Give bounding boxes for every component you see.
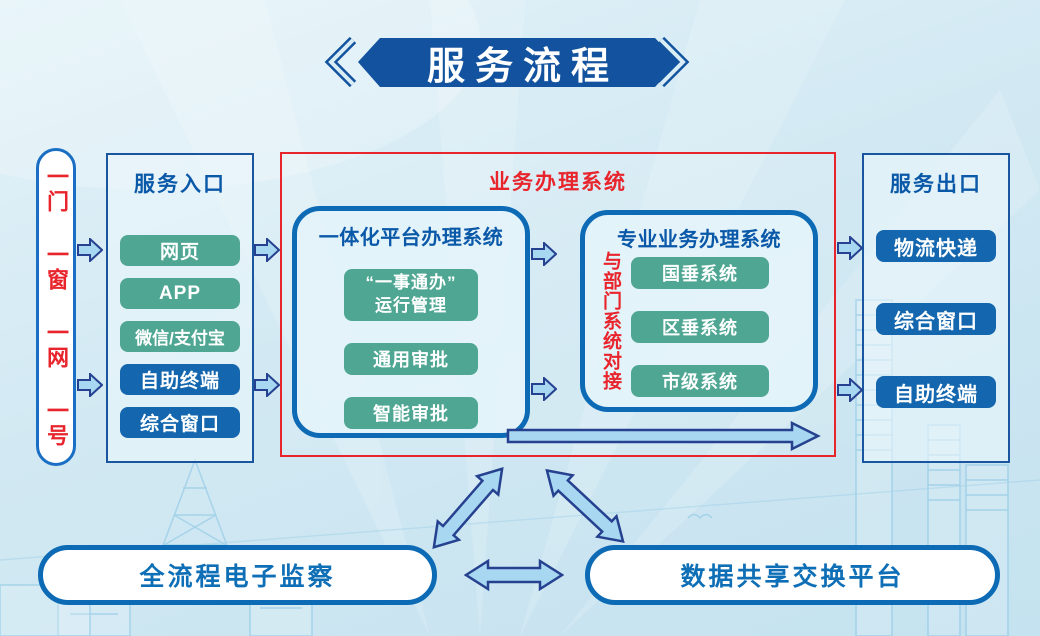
professional-system-box: 专业业务办理系统 与部门系统对接 国垂系统 区垂系统 市级系统: [580, 210, 818, 412]
banner-hexagon: [358, 38, 678, 87]
professional-item-national-vertical-system: 国垂系统: [631, 257, 769, 289]
entry-item-webpage: 网页: [120, 235, 240, 266]
entry-item-wechat-alipay: 微信/支付宝: [120, 321, 240, 352]
integrated-item-one-stop-management: “一事通办” 运行管理: [344, 269, 478, 321]
exit-item-self-service-terminal: 自助终端: [876, 376, 996, 408]
business-system-title: 业务办理系统: [489, 171, 627, 194]
data-sharing-platform-box: 数据共享交换平台: [585, 545, 1000, 605]
electronic-monitoring-label: 全流程电子监察: [139, 563, 336, 591]
electronic-monitoring-box: 全流程电子监察: [38, 545, 437, 605]
integrated-platform-items: “一事通办” 运行管理 通用审批 智能审批: [344, 269, 478, 429]
arrow-business-to-dataplatform-double-icon: [545, 468, 625, 544]
professional-system-items: 国垂系统 区垂系统 市级系统: [631, 257, 769, 397]
business-system-panel: 业务办理系统 一体化平台办理系统 “一事通办” 运行管理 通用审批 智能审批 专…: [280, 152, 836, 457]
arrow-pill-to-entry-bottom-icon: [77, 373, 103, 397]
arrow-integrated-to-professional-bottom-icon: [531, 377, 557, 401]
integrated-platform-box: 一体化平台办理系统 “一事通办” 运行管理 通用审批 智能审批: [292, 206, 530, 438]
department-connection-label: 与部门系统对接: [600, 251, 621, 391]
slogan-text: 一门 一窗 一网 一号: [44, 165, 69, 449]
service-exit-items: 物流快递 综合窗口 自助终端: [876, 230, 996, 408]
arrow-business-to-exit-top-icon: [837, 236, 863, 260]
arrow-business-to-exit-bottom-icon: [837, 378, 863, 402]
service-exit-panel: 服务出口 物流快递 综合窗口 自助终端: [862, 153, 1010, 463]
entry-item-comprehensive-window: 综合窗口: [120, 407, 240, 438]
arrow-monitoring-to-dataplatform-double-icon: [464, 558, 564, 592]
service-entry-panel: 服务入口 网页 APP 微信/支付宝 自助终端 综合窗口: [106, 153, 254, 463]
integrated-item-general-approval: 通用审批: [344, 343, 478, 375]
slogan-pill: 一门 一窗 一网 一号: [36, 148, 76, 466]
title-banner: [324, 36, 690, 88]
professional-item-city-level-system: 市级系统: [631, 365, 769, 397]
arrow-entry-to-business-bottom-icon: [254, 373, 280, 397]
integrated-item-smart-approval: 智能审批: [344, 397, 478, 429]
integrated-platform-title: 一体化平台办理系统: [318, 227, 504, 249]
arrow-bypass-to-exit-icon: [506, 420, 821, 452]
exit-item-comprehensive-window: 综合窗口: [876, 303, 996, 335]
service-entry-items: 网页 APP 微信/支付宝 自助终端 综合窗口: [120, 235, 240, 438]
professional-item-district-vertical-system: 区垂系统: [631, 311, 769, 343]
arrow-entry-to-business-top-icon: [254, 238, 280, 262]
service-entry-title: 服务入口: [134, 173, 226, 196]
data-sharing-platform-label: 数据共享交换平台: [680, 563, 905, 591]
exit-item-logistics-express: 物流快递: [876, 230, 996, 262]
entry-item-self-service-terminal: 自助终端: [120, 364, 240, 395]
entry-item-app: APP: [120, 278, 240, 309]
banner-left-chevron-icon: [324, 36, 357, 88]
service-exit-title: 服务出口: [890, 173, 982, 196]
arrow-pill-to-entry-top-icon: [77, 238, 103, 262]
page-title: 服务流程: [426, 45, 619, 88]
arrow-monitoring-to-business-double-icon: [432, 466, 504, 550]
professional-system-title: 专业业务办理系统: [617, 229, 781, 251]
arrow-integrated-to-professional-top-icon: [531, 242, 557, 266]
